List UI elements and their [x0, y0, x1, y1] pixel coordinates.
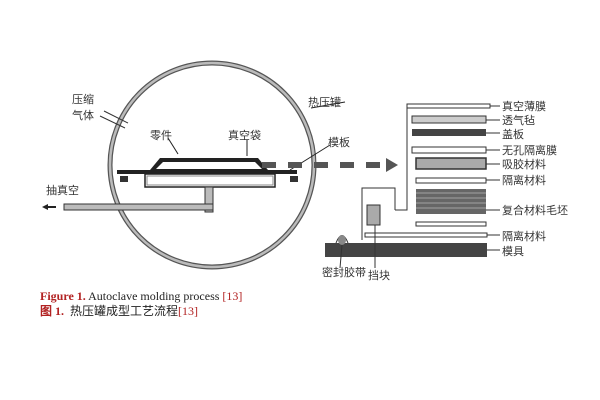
label-part: 零件: [150, 129, 172, 142]
layer-label: 复合材料毛坯: [502, 203, 568, 217]
label-dam-block: 挡块: [368, 268, 390, 282]
label-vacuum-bag: 真空袋: [228, 128, 261, 142]
caption-en-text: Autoclave molding process: [85, 289, 223, 303]
layer-label: 透气毡: [502, 113, 535, 127]
caption-en-prefix: Figure 1.: [40, 289, 86, 303]
layer-label: 无孔隔离膜: [502, 143, 557, 157]
label-compressed-gas-1: 压缩: [72, 93, 94, 106]
caption-en-ref[interactable]: [13]: [222, 289, 243, 303]
caption-zh-ref[interactable]: [13]: [178, 304, 199, 318]
layer-label: 盖板: [502, 127, 524, 141]
layer-label: 模具: [502, 245, 524, 258]
label-autoclave: 热压罐: [308, 96, 341, 109]
layer-label: 隔离材料: [502, 173, 546, 187]
label-template: 模板: [328, 135, 350, 149]
layer-label: 吸胶材料: [502, 157, 546, 171]
caption-zh-prefix: 图 1.: [40, 304, 65, 318]
label-vacuum-out: 抽真空: [46, 183, 79, 197]
caption-zh: 图 1. 热压罐成型工艺流程[13]: [40, 304, 242, 319]
layer-label: 隔离材料: [502, 229, 546, 243]
figure-caption: Figure 1. Autoclave molding process [13]…: [40, 289, 242, 319]
layer-label: 真空薄膜: [502, 99, 546, 113]
label-sealant-tape: 密封胶带: [322, 265, 366, 279]
caption-en: Figure 1. Autoclave molding process [13]: [40, 289, 242, 304]
caption-zh-text: 热压罐成型工艺流程: [64, 304, 179, 318]
label-compressed-gas-2: 气体: [72, 108, 94, 122]
